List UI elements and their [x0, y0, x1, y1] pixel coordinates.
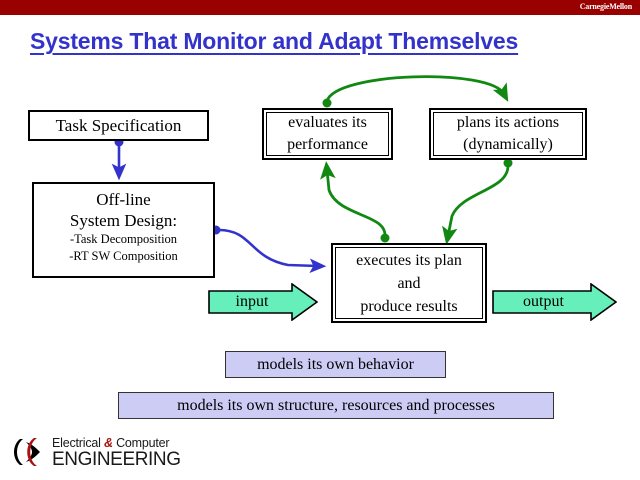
box-models-own-behavior: models its own behavior	[225, 351, 446, 378]
ece-logo-computer: Computer	[112, 436, 170, 450]
plans-line-1: plans its actions	[456, 114, 560, 131]
carnegie-mellon-wordmark: CarnegieMellon	[579, 2, 633, 11]
box-offline-system-design: Off-line System Design: -Task Decomposit…	[32, 182, 215, 278]
block-arrow-output: output	[492, 282, 618, 322]
executes-line-2: and	[397, 274, 421, 292]
box-models-own-structure: models its own structure, resources and …	[118, 392, 554, 419]
box-evaluates-performance: evaluates its performance	[262, 108, 393, 160]
box-task-specification: Task Specification	[28, 110, 209, 141]
box-models-own-structure-label: models its own structure, resources and …	[177, 396, 495, 414]
box-task-specification-label: Task Specification	[55, 115, 182, 135]
block-arrow-input-shape	[208, 282, 319, 322]
connector-plans-to-executes	[442, 158, 513, 245]
box-plans-actions: plans its actions (dynamically)	[429, 108, 587, 160]
ece-logo-ampersand: &	[103, 436, 113, 450]
plans-line-2: (dynamically)	[463, 136, 553, 153]
ece-logo-line-1: Electrical & Computer	[52, 436, 181, 450]
connector-offline-to-executes	[211, 225, 327, 273]
offline-line-1: Off-line	[96, 190, 151, 209]
box-models-own-behavior-label: models its own behavior	[257, 355, 414, 373]
ece-logo-electrical: Electrical	[52, 436, 104, 450]
ece-logo-line-2: ENGINEERING	[52, 449, 181, 470]
block-arrow-input: input	[208, 282, 319, 322]
offline-line-2: System Design:	[69, 211, 178, 230]
ece-logo-text: Electrical & Computer ENGINEERING	[52, 436, 181, 470]
page-title: Systems That Monitor and Adapt Themselve…	[30, 28, 519, 54]
connector-executes-to-evaluates	[320, 161, 390, 243]
connector-taskspec-to-offline	[111, 137, 127, 181]
ece-logo: Electrical & Computer ENGINEERING	[12, 436, 212, 472]
evaluates-line-2: performance	[287, 136, 368, 153]
executes-line-1: executes its plan	[356, 251, 462, 269]
connector-evaluates-to-plans	[322, 75, 509, 108]
top-banner: CarnegieMellon	[0, 0, 640, 15]
offline-bullet-1: -Task Decomposition	[69, 232, 178, 246]
box-executes-plan: executes its plan and produce results	[331, 243, 487, 323]
executes-line-3: produce results	[360, 297, 458, 315]
evaluates-line-1: evaluates its	[288, 114, 367, 131]
block-arrow-output-shape	[492, 282, 618, 322]
offline-bullet-2: -RT SW Composition	[69, 249, 178, 263]
ece-logo-mark-icon	[14, 438, 40, 466]
